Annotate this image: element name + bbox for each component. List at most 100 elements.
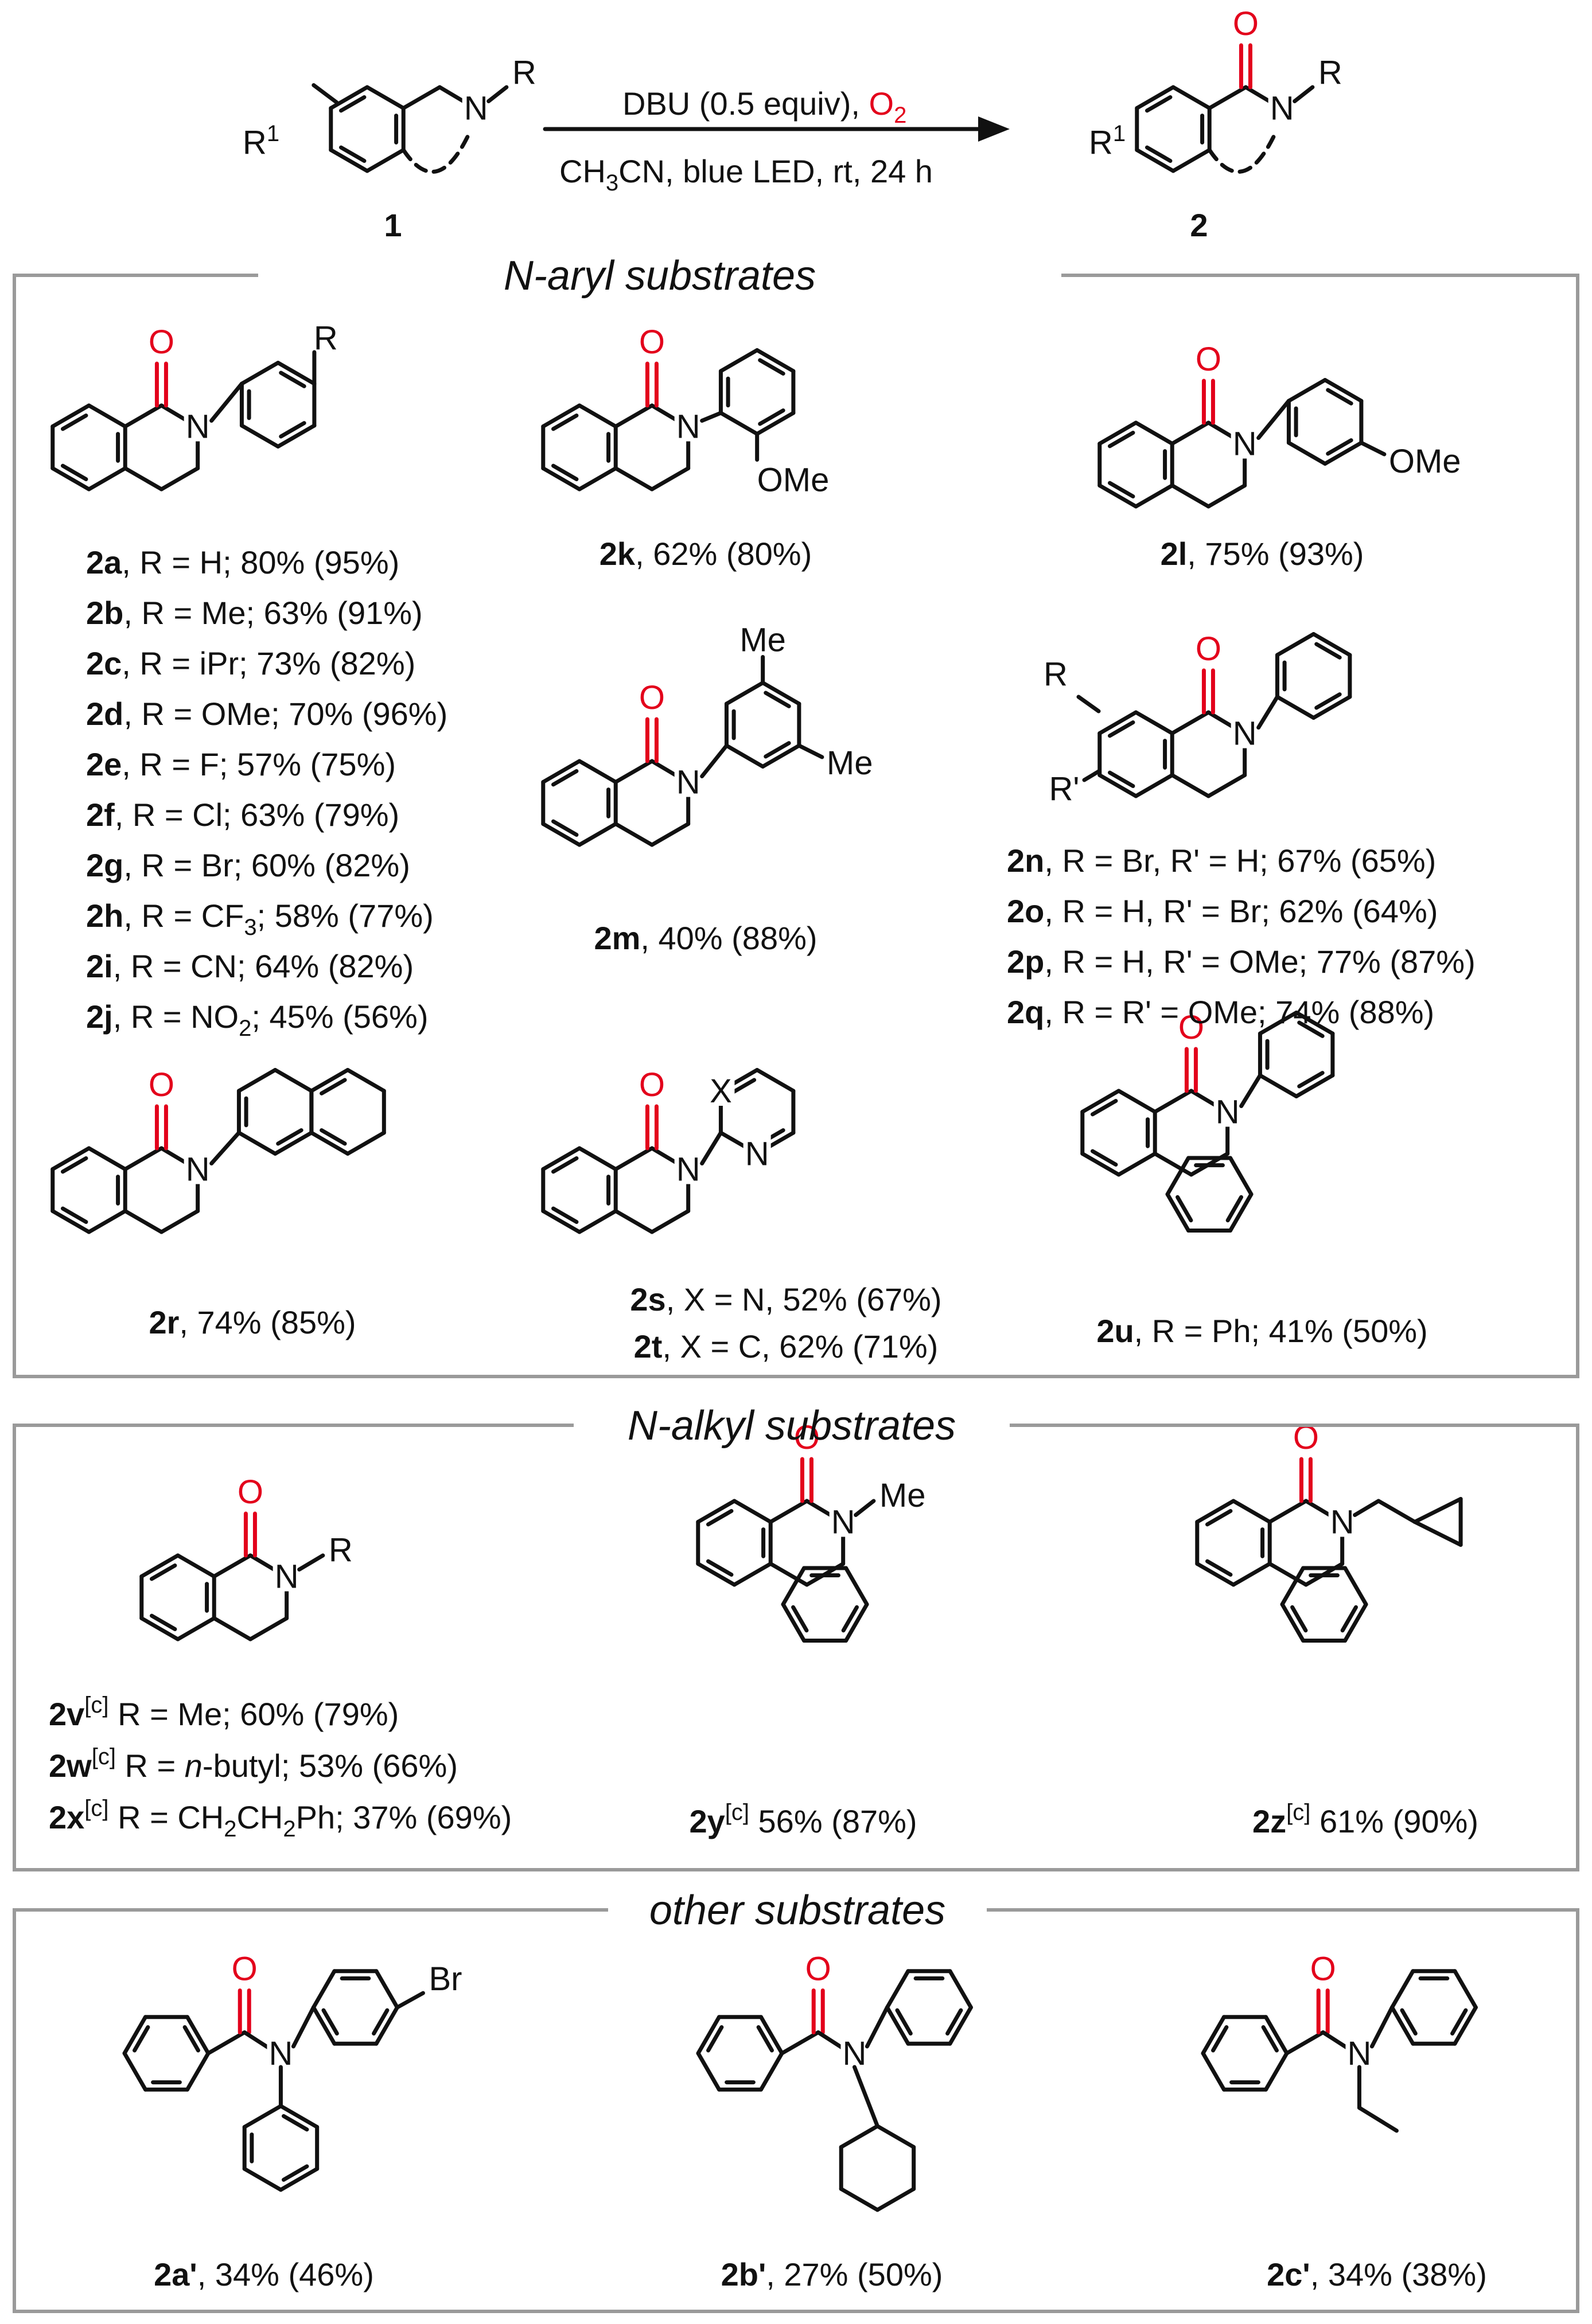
ring-closure-dashed — [1207, 129, 1279, 174]
amide-bond — [1303, 1499, 1332, 1517]
substituent-Me: Me — [739, 622, 786, 659]
bond — [209, 381, 244, 423]
aromatic-double-bond — [1400, 2008, 1418, 2036]
carbonyl-oxygen: O — [232, 1951, 258, 1988]
phenyl-ring-bond — [278, 2104, 320, 2129]
benzo-ring-bond — [139, 1553, 180, 1578]
section-alkyl-box: N-alkyl substrates — [13, 1403, 1579, 1871]
phenyl-ring-bond — [374, 1969, 399, 2010]
aromatic-double-bond — [276, 1128, 303, 1146]
benzo-ring-bond — [50, 466, 91, 492]
section-other-title: other substrates — [649, 1888, 945, 1933]
caption-2b: 2b, R = Me; 63% (91%) — [86, 595, 423, 631]
atom-mask — [1231, 713, 1259, 748]
benzo-ring-bond — [1134, 420, 1174, 446]
atom-mask — [184, 1149, 212, 1184]
benzo-ring-bond — [176, 1616, 216, 1641]
benzo-ring-bond — [87, 1209, 127, 1234]
bond — [159, 1209, 200, 1234]
caption-2x: 2x[c] R = CH2CH2Ph; 37% (69%) — [49, 1796, 512, 1842]
phenyl-ring-bond — [718, 348, 760, 373]
amide-bond — [649, 759, 678, 777]
aromatic-double-bond — [372, 2008, 390, 2036]
phen-ring-bond — [844, 1602, 869, 1643]
phenyl-ring-bond — [724, 681, 765, 706]
phenyl-ring-bond — [1311, 695, 1352, 720]
caption-2n: 2n, R = Br, R' = H; 67% (65%) — [1007, 843, 1436, 879]
atom-mask — [674, 407, 702, 442]
aromatic-double-bond — [706, 2025, 724, 2053]
ring-closure-dashed — [401, 129, 473, 174]
benzo-ring-bond — [577, 1209, 618, 1234]
atom-mask — [674, 762, 702, 797]
benzo-ring-bond — [577, 466, 618, 492]
phen-ring-bond — [1231, 1562, 1272, 1587]
caption-2i: 2i, R = CN; 64% (82%) — [86, 948, 414, 984]
scheme-ring-bond — [365, 148, 406, 173]
phen-ring-bond — [1228, 1192, 1254, 1233]
atom-mask — [1213, 1092, 1241, 1127]
bond — [291, 2005, 316, 2049]
bond — [1207, 85, 1248, 110]
aromatic-double-bond — [551, 1206, 579, 1224]
phenyl-ring-bond — [1286, 440, 1328, 466]
section-alkyl-title: N-alkyl substrates — [628, 1403, 956, 1449]
aromatic-double-bond — [281, 2114, 309, 2132]
benzoyl-ring-bond — [1264, 2051, 1289, 2092]
reaction-arrow — [543, 116, 1010, 142]
phenyl-ring-bond — [309, 1068, 350, 1093]
caption-2e: 2e, R = F; 57% (75%) — [86, 746, 396, 782]
aromatic-double-bond — [279, 421, 306, 439]
aromatic-double-bond — [1290, 1605, 1308, 1633]
bond — [613, 466, 654, 492]
bond — [797, 743, 824, 759]
benzo-ring-bond — [541, 403, 582, 428]
bond — [1369, 2005, 1394, 2049]
phenyl-ring-bond — [755, 1068, 796, 1093]
bond — [123, 1209, 164, 1234]
bond — [613, 1209, 654, 1234]
phenyl-ring-bond — [236, 1068, 278, 1093]
substituent-R: R — [329, 1531, 353, 1569]
aromatic-double-bond — [1297, 1020, 1325, 1038]
bond — [1267, 1562, 1308, 1587]
amide-bond — [159, 403, 188, 422]
phenyl-ring-bond — [276, 423, 317, 449]
phenyl-ring-bond — [311, 1969, 337, 2010]
caption-2l: 2l, 75% (93%) — [1161, 536, 1364, 572]
carbonyl-oxygen: O — [805, 1951, 831, 1988]
caption-2r: 2r, 74% (85%) — [149, 1304, 356, 1340]
phenyl-ring-bond — [1294, 1011, 1335, 1036]
bond — [613, 822, 654, 847]
benzo-ring-bond — [1134, 483, 1174, 509]
bond — [395, 1991, 425, 2010]
phen-ring-bond — [1280, 1566, 1306, 1606]
benzo-ring-bond — [577, 822, 618, 847]
benzo-ring-bond — [87, 403, 127, 428]
phen-ring-bond — [1080, 1089, 1121, 1114]
aromatic-double-bond — [60, 414, 88, 431]
phenyl-ring-bond — [1453, 2005, 1478, 2046]
benzo-ring-bond — [541, 822, 582, 847]
benzo-ring-bond — [87, 466, 127, 492]
aromatic-double-bond — [1107, 431, 1135, 449]
phen-ring-bond — [1165, 1156, 1191, 1196]
aromatic-double-bond — [945, 2008, 963, 2036]
bond — [212, 1553, 252, 1578]
benzoyl-ring-bond — [122, 2051, 147, 2092]
phenyl-ring-bond — [755, 411, 796, 436]
phen-ring-bond — [1231, 1499, 1272, 1524]
benzo-ring-bond — [50, 1209, 91, 1234]
phenyl-ring-bond — [239, 423, 281, 449]
caption-2g: 2g, R = Br; 60% (82%) — [86, 847, 410, 883]
atom-mask — [1328, 1502, 1356, 1537]
bond — [1353, 1499, 1381, 1517]
bond — [1153, 1152, 1193, 1177]
bond — [854, 1499, 876, 1517]
atom-mask — [1268, 88, 1296, 123]
bond — [401, 85, 442, 110]
carbonyl-oxygen: O — [238, 1473, 263, 1511]
bond — [242, 2030, 270, 2050]
bond — [768, 1562, 809, 1587]
caption-2d: 2d, R = OMe; 70% (96%) — [86, 696, 447, 732]
